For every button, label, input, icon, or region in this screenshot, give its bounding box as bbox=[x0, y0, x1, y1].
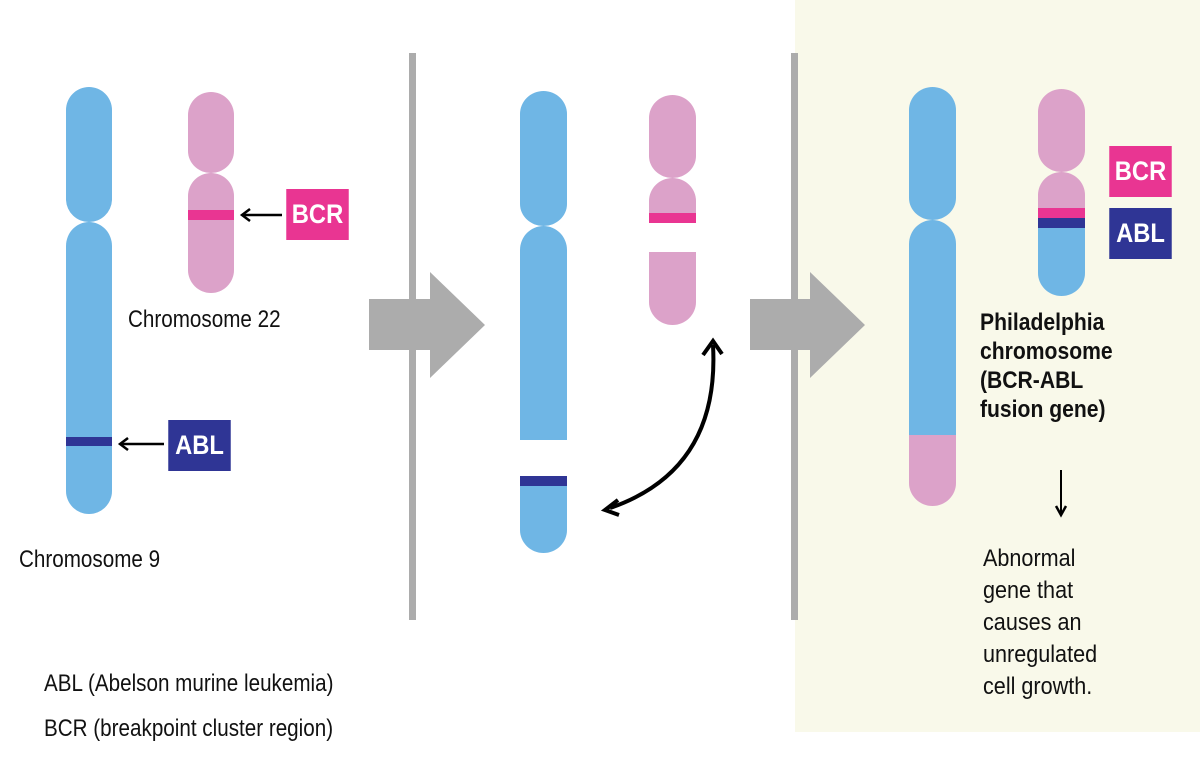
chr9-p-arm bbox=[66, 87, 112, 222]
legend-abl: ABL (Abelson murine leukemia) bbox=[44, 670, 334, 697]
transition-arrow-2 bbox=[750, 272, 865, 378]
bcr-tag-stage3: BCR bbox=[1109, 146, 1172, 197]
title-line: fusion gene) bbox=[980, 396, 1106, 423]
chr22-q-arm-upper bbox=[649, 178, 696, 223]
down-arrow-icon bbox=[1054, 470, 1068, 518]
result-panel bbox=[795, 0, 1200, 732]
exchange-arrow bbox=[600, 337, 724, 517]
stage1-chromosome-9 bbox=[66, 87, 164, 514]
exchange-arrowhead-bottom bbox=[600, 498, 620, 517]
abl-band bbox=[1038, 218, 1085, 228]
title-line: chromosome bbox=[980, 338, 1113, 365]
chr22-p-arm bbox=[1038, 89, 1085, 172]
outcome-line: gene that bbox=[983, 577, 1074, 604]
chr9-q-arm-upper bbox=[520, 226, 567, 440]
stage3-derivative-chromosome-9 bbox=[909, 87, 956, 506]
bcr-band bbox=[188, 210, 234, 220]
title-line: Philadelphia bbox=[980, 309, 1105, 336]
abl-tag-stage3: ABL bbox=[1109, 208, 1172, 259]
bcr-band bbox=[649, 213, 696, 223]
chr9-p-arm bbox=[909, 87, 956, 221]
exchange-arrow-curve bbox=[609, 344, 716, 510]
legend-bcr: BCR (breakpoint cluster region) bbox=[44, 715, 334, 742]
chr22-p-arm bbox=[649, 95, 696, 178]
outcome-line: cell growth. bbox=[983, 673, 1093, 700]
abl-tag-stage1: ABL bbox=[168, 420, 231, 471]
stage2-chromosome-22 bbox=[649, 95, 696, 325]
exchange-arrowhead-top bbox=[701, 337, 724, 357]
abl-pointer-arrowhead bbox=[117, 437, 129, 451]
abl-band bbox=[66, 437, 112, 446]
chromosome-22-label: Chromosome 22 bbox=[128, 306, 281, 333]
bcr-tag-stage1: BCR bbox=[286, 189, 349, 240]
outcome-line: causes an bbox=[983, 609, 1082, 636]
chr22-p-arm bbox=[188, 92, 234, 173]
abl-band bbox=[520, 476, 567, 486]
stage1-chromosome-22 bbox=[188, 92, 282, 293]
chr22-translocated-segment bbox=[909, 435, 956, 506]
stage3-philadelphia-chromosome bbox=[1038, 89, 1085, 296]
transition-arrow-1 bbox=[369, 272, 485, 378]
chr22-q-arm-fragment bbox=[649, 252, 696, 325]
stage2-chromosome-9 bbox=[520, 91, 567, 553]
outcome-description: Abnormal gene that causes an unregulated… bbox=[983, 543, 1097, 703]
philadelphia-chromosome-title: Philadelphia chromosome (BCR-ABL fusion … bbox=[980, 308, 1113, 424]
chr9-q-arm bbox=[66, 222, 112, 514]
outcome-line: unregulated bbox=[983, 641, 1098, 668]
bcr-band bbox=[1038, 208, 1085, 218]
chr9-q-arm-fragment bbox=[520, 476, 567, 553]
chr22-q-arm-upper bbox=[1038, 172, 1085, 209]
chr9-translocated-segment bbox=[1038, 228, 1085, 296]
chromosome-9-label: Chromosome 9 bbox=[19, 546, 161, 573]
outcome-line: Abnormal bbox=[983, 545, 1076, 572]
chr9-p-arm bbox=[520, 91, 567, 227]
title-line: (BCR-ABL bbox=[980, 367, 1084, 394]
chr9-q-arm bbox=[909, 220, 956, 436]
chr22-q-arm bbox=[188, 173, 234, 293]
bcr-pointer-arrowhead bbox=[239, 208, 251, 222]
